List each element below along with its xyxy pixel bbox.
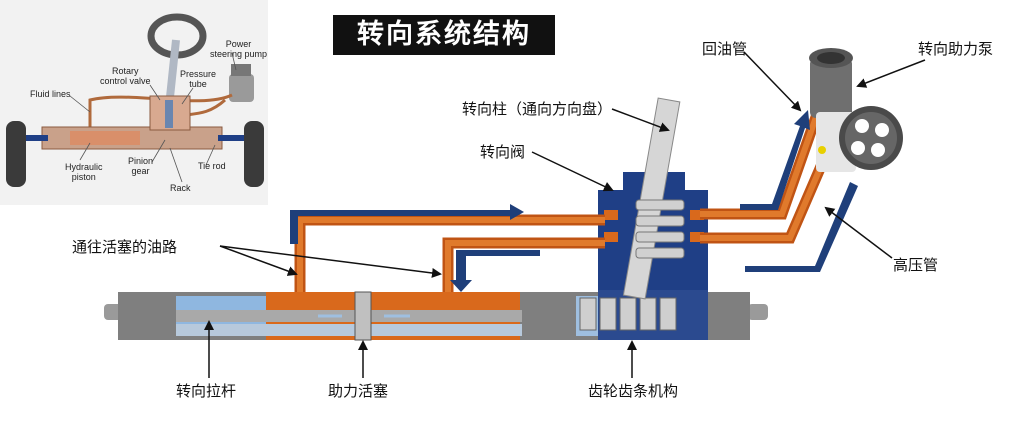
inset-label-fluid-lines: Fluid lines xyxy=(30,89,71,99)
leader-return-pipe xyxy=(743,51,802,112)
label-oil-path: 通往活塞的油路 xyxy=(72,238,178,256)
inset-drawing xyxy=(6,13,264,187)
rack-teeth xyxy=(579,297,677,331)
label-column: 转向柱（通向方向盘） xyxy=(462,100,613,118)
label-high-pressure-pipe: 高压管 xyxy=(893,256,939,274)
inset-label-pinion-gear: Pinion gear xyxy=(128,156,154,176)
inset-label-hydraulic-piston: Hydraulic piston xyxy=(65,162,103,182)
label-piston: 助力活塞 xyxy=(328,382,389,400)
inset-label-rotary-valve: Rotary control valve xyxy=(100,66,151,86)
power-piston xyxy=(354,291,372,341)
inset-schematic: Power steering pump Rotary control valve… xyxy=(0,0,268,205)
tie-rod-right-end xyxy=(748,304,768,320)
rack-rod xyxy=(176,310,522,322)
inset-tie-rod xyxy=(10,135,48,141)
inset-label-pressure-tube: Pressure tube xyxy=(180,69,217,89)
inset-wheel-right xyxy=(244,121,264,187)
inset-pump xyxy=(229,74,254,102)
valve-spool xyxy=(635,199,685,259)
valve-ports xyxy=(604,210,704,242)
label-return-pipe: 回油管 xyxy=(702,40,748,58)
inset-wheel-left xyxy=(6,121,26,187)
inset-label-tie-rod: Tie rod xyxy=(198,161,226,171)
leader-oil-left xyxy=(219,245,298,276)
inset-label-pump: Power steering pump xyxy=(210,39,268,59)
flow-arrows xyxy=(290,110,858,292)
leader-pump xyxy=(856,59,926,88)
leader-valve xyxy=(531,151,614,192)
label-pump: 转向助力泵 xyxy=(918,40,994,58)
steering-pump xyxy=(809,48,903,172)
page-title: 转向系统结构 xyxy=(333,15,555,55)
leader-oil-right xyxy=(219,245,442,278)
label-valve: 转向阀 xyxy=(480,143,526,161)
label-tie-rod: 转向拉杆 xyxy=(176,382,237,400)
label-rack-pinion: 齿轮齿条机构 xyxy=(588,382,679,400)
rack-rod-lower xyxy=(176,324,522,336)
inset-label-rack: Rack xyxy=(170,183,191,193)
leader-high-pressure xyxy=(824,206,893,259)
leader-column xyxy=(611,108,670,132)
